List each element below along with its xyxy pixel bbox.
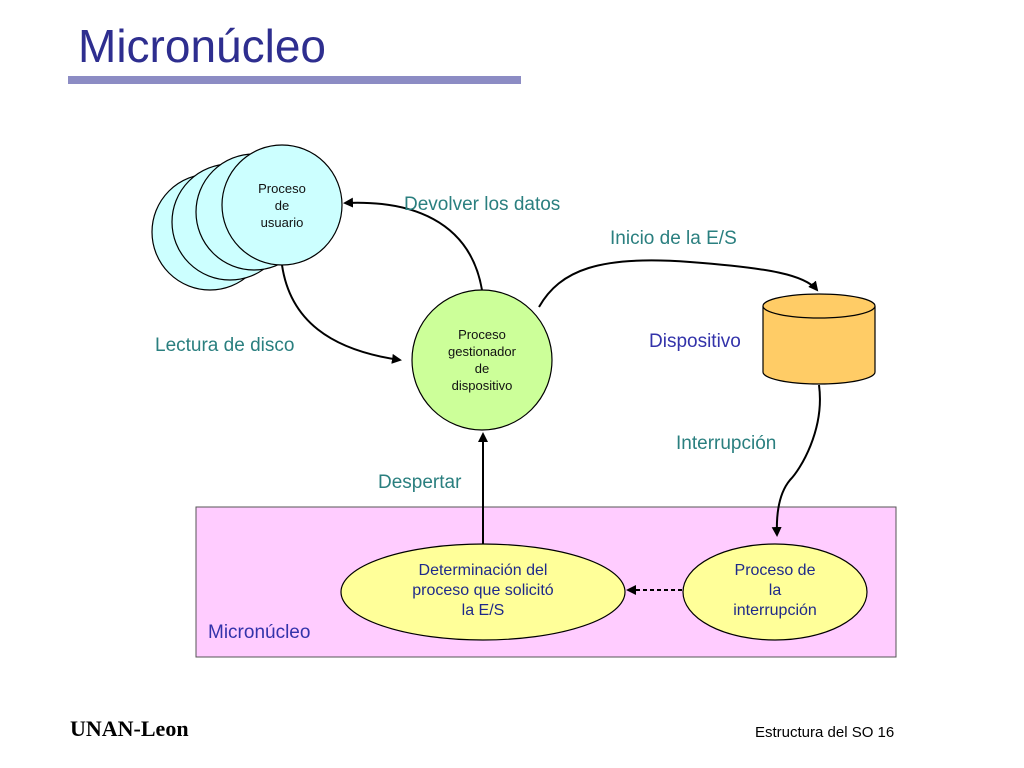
slide-title: Micronúcleo — [78, 20, 326, 72]
device-manager-line-2: gestionador — [448, 344, 516, 359]
determine-process-label: Determinación del proceso que solicitó l… — [373, 558, 593, 624]
interrupt-process-line-1: Proceso de — [734, 562, 816, 579]
io-start-label: Inicio de la E/S — [610, 228, 737, 249]
return-data-arrow — [343, 197, 483, 291]
user-process-stack — [151, 144, 343, 291]
interrupt-process-line-2: la — [768, 582, 782, 599]
device-label: Dispositivo — [649, 331, 741, 352]
device-manager-line-3: de — [474, 361, 490, 376]
interrupt-process-line-3: interrupción — [733, 602, 817, 619]
title-underline — [68, 76, 521, 84]
determine-process-line-2: proceso que solicitó — [412, 582, 554, 599]
device-manager-line-1: Proceso — [458, 327, 506, 342]
footer-page-info: Estructura del SO 16 — [755, 724, 895, 741]
user-process-label: Proceso de usuario — [244, 172, 320, 238]
interrupt-process-ellipse — [682, 543, 868, 641]
device-manager-label: Proceso gestionador de dispositivo — [422, 318, 542, 402]
return-data-label: Devolver los datos — [404, 194, 561, 215]
device-manager-line-4: dispositivo — [451, 378, 513, 393]
microkernel-region-label: Micronúcleo — [208, 622, 311, 643]
wake-up-label: Despertar — [378, 472, 462, 493]
footer-institution: UNAN-Leon — [70, 716, 189, 741]
determine-process-line-1: Determinación del — [418, 562, 548, 579]
disk-read-label: Lectura de disco — [155, 335, 295, 356]
user-process-line-3: usuario — [260, 214, 304, 230]
determine-process-line-3: la E/S — [461, 602, 505, 619]
interrupt-process-label: Proceso de la interrupción — [705, 558, 845, 624]
interrupt-arrow — [771, 384, 821, 537]
device-cylinder — [762, 293, 876, 385]
interrupt-label: Interrupción — [676, 433, 777, 454]
io-start-arrow — [538, 259, 819, 308]
user-process-line-2: de — [274, 197, 290, 213]
disk-read-arrow — [281, 264, 402, 364]
user-process-line-1: Proceso — [258, 180, 306, 196]
